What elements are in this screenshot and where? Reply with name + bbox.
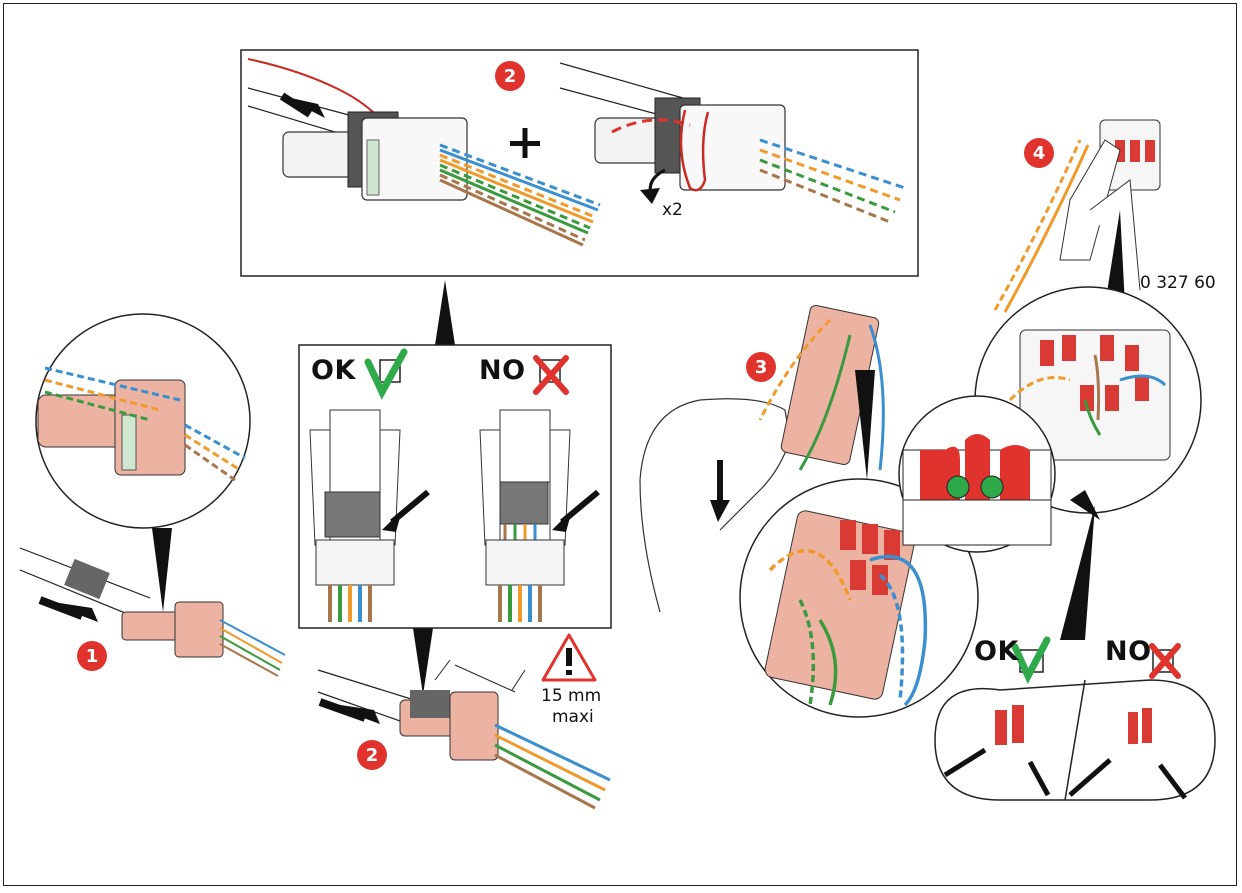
step-1-badge: 1 [77, 641, 107, 671]
reference-number: 0 327 60 [1140, 273, 1216, 293]
ok-no-right [934, 636, 1216, 801]
step-3-badge: 3 [746, 352, 776, 382]
pointer-up [435, 280, 455, 345]
step-2-badge-top: 2 [495, 61, 525, 91]
step3-hand [639, 304, 885, 613]
step-2-badge-bottom: 2 [357, 740, 387, 770]
step3-magnifier [739, 478, 979, 718]
no-label-center: NO [479, 355, 526, 386]
connector-top-right [594, 97, 786, 191]
ok-connector [309, 409, 430, 622]
dimension-label-2: maxi [552, 707, 594, 727]
no-connector [479, 409, 600, 622]
step2-bottom [317, 633, 611, 810]
diagram-frame [3, 3, 1237, 886]
ok-label-right: OK [974, 636, 1019, 667]
step-4-badge: 4 [1024, 138, 1054, 168]
no-label-right: NO [1105, 636, 1152, 667]
left-magnifier [19, 313, 286, 677]
top-panel [240, 49, 919, 277]
pointer-down [413, 628, 433, 695]
dimension-label-1: 15 mm [541, 686, 602, 706]
ok-no-panel [298, 344, 612, 629]
ok-label-center: OK [311, 355, 356, 386]
step4-magnifier [898, 286, 1202, 640]
step4-cutters [993, 119, 1161, 313]
times-two-label: x2 [662, 200, 683, 220]
